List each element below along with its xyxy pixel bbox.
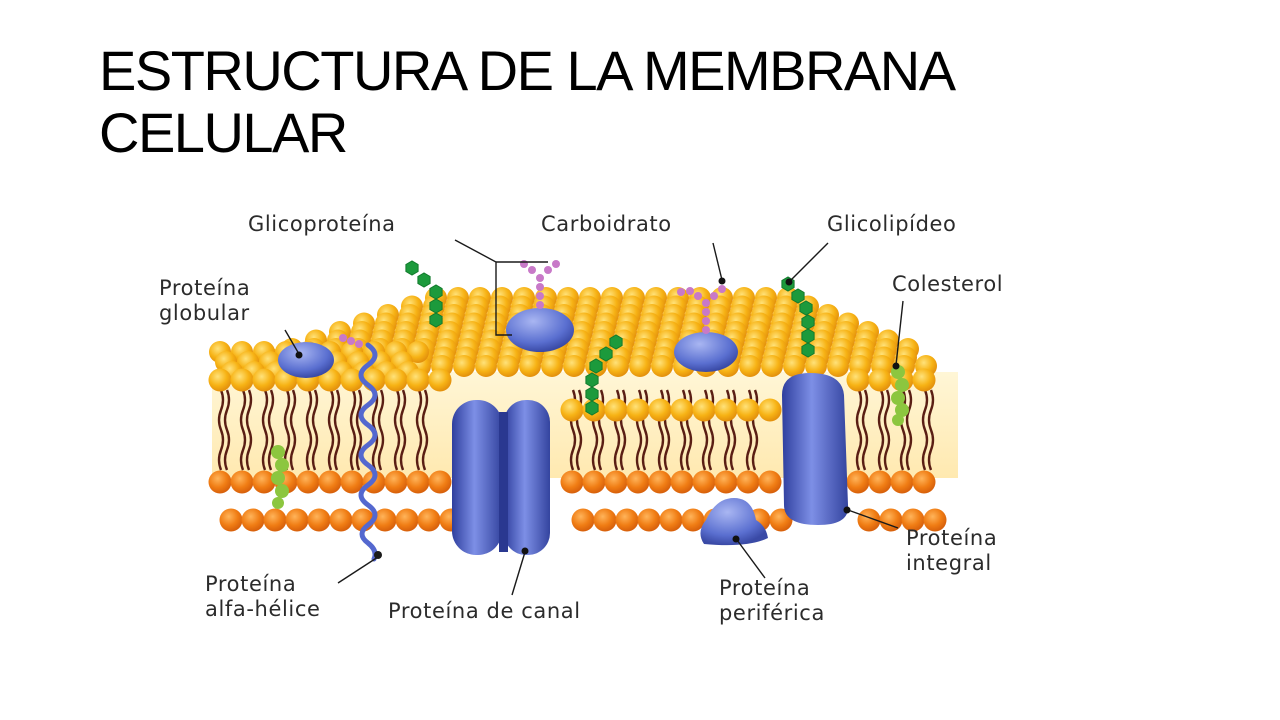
label-glicoproteina: Glicoproteína — [248, 212, 396, 236]
label-proteina-integral-line-2: integral — [906, 551, 992, 575]
label-proteina-de-canal: Proteína de canal — [388, 599, 581, 623]
globular-protein — [278, 342, 334, 378]
glycolipid-chains — [405, 260, 815, 416]
slide-title-line-1: ESTRUCTURA DE LA MEMBRANA — [99, 39, 956, 102]
label-proteina-periferica-line-2: periférica — [719, 601, 825, 625]
slide-title: ESTRUCTURA DE LA MEMBRANA CELULAR — [99, 40, 1159, 164]
label-glicolipideo: Glicolipídeo — [827, 212, 956, 236]
label-proteina-periferica-line-1: Proteína — [719, 576, 810, 600]
alpha-helix-protein — [339, 334, 382, 562]
integral-protein — [782, 373, 849, 525]
label-proteina-globular-line-1: Proteína — [159, 276, 250, 300]
cholesterol-molecule-left — [271, 445, 289, 509]
label-proteina-globular-line-2: globular — [159, 301, 250, 325]
label-carboidrato: Carboidrato — [541, 212, 672, 236]
leader-lines — [284, 239, 904, 596]
carbohydrate-chain — [677, 285, 726, 334]
label-proteina-integral-line-1: Proteína — [906, 526, 997, 550]
slide-title-line-2: CELULAR — [99, 101, 348, 164]
label-proteina-alfa-line-1: Proteína — [205, 572, 296, 596]
alpha-helix-carbohydrate — [339, 334, 363, 348]
label-colesterol: Colesterol — [892, 272, 1003, 296]
channel-protein — [452, 400, 550, 555]
label-proteina-alfa-line-2: alfa-hélice — [205, 597, 321, 621]
glycoprotein-right — [674, 285, 738, 372]
diagram-labels: Glicoproteína Carboidrato Glicolipídeo P… — [159, 212, 1003, 625]
peripheral-protein — [700, 498, 768, 546]
